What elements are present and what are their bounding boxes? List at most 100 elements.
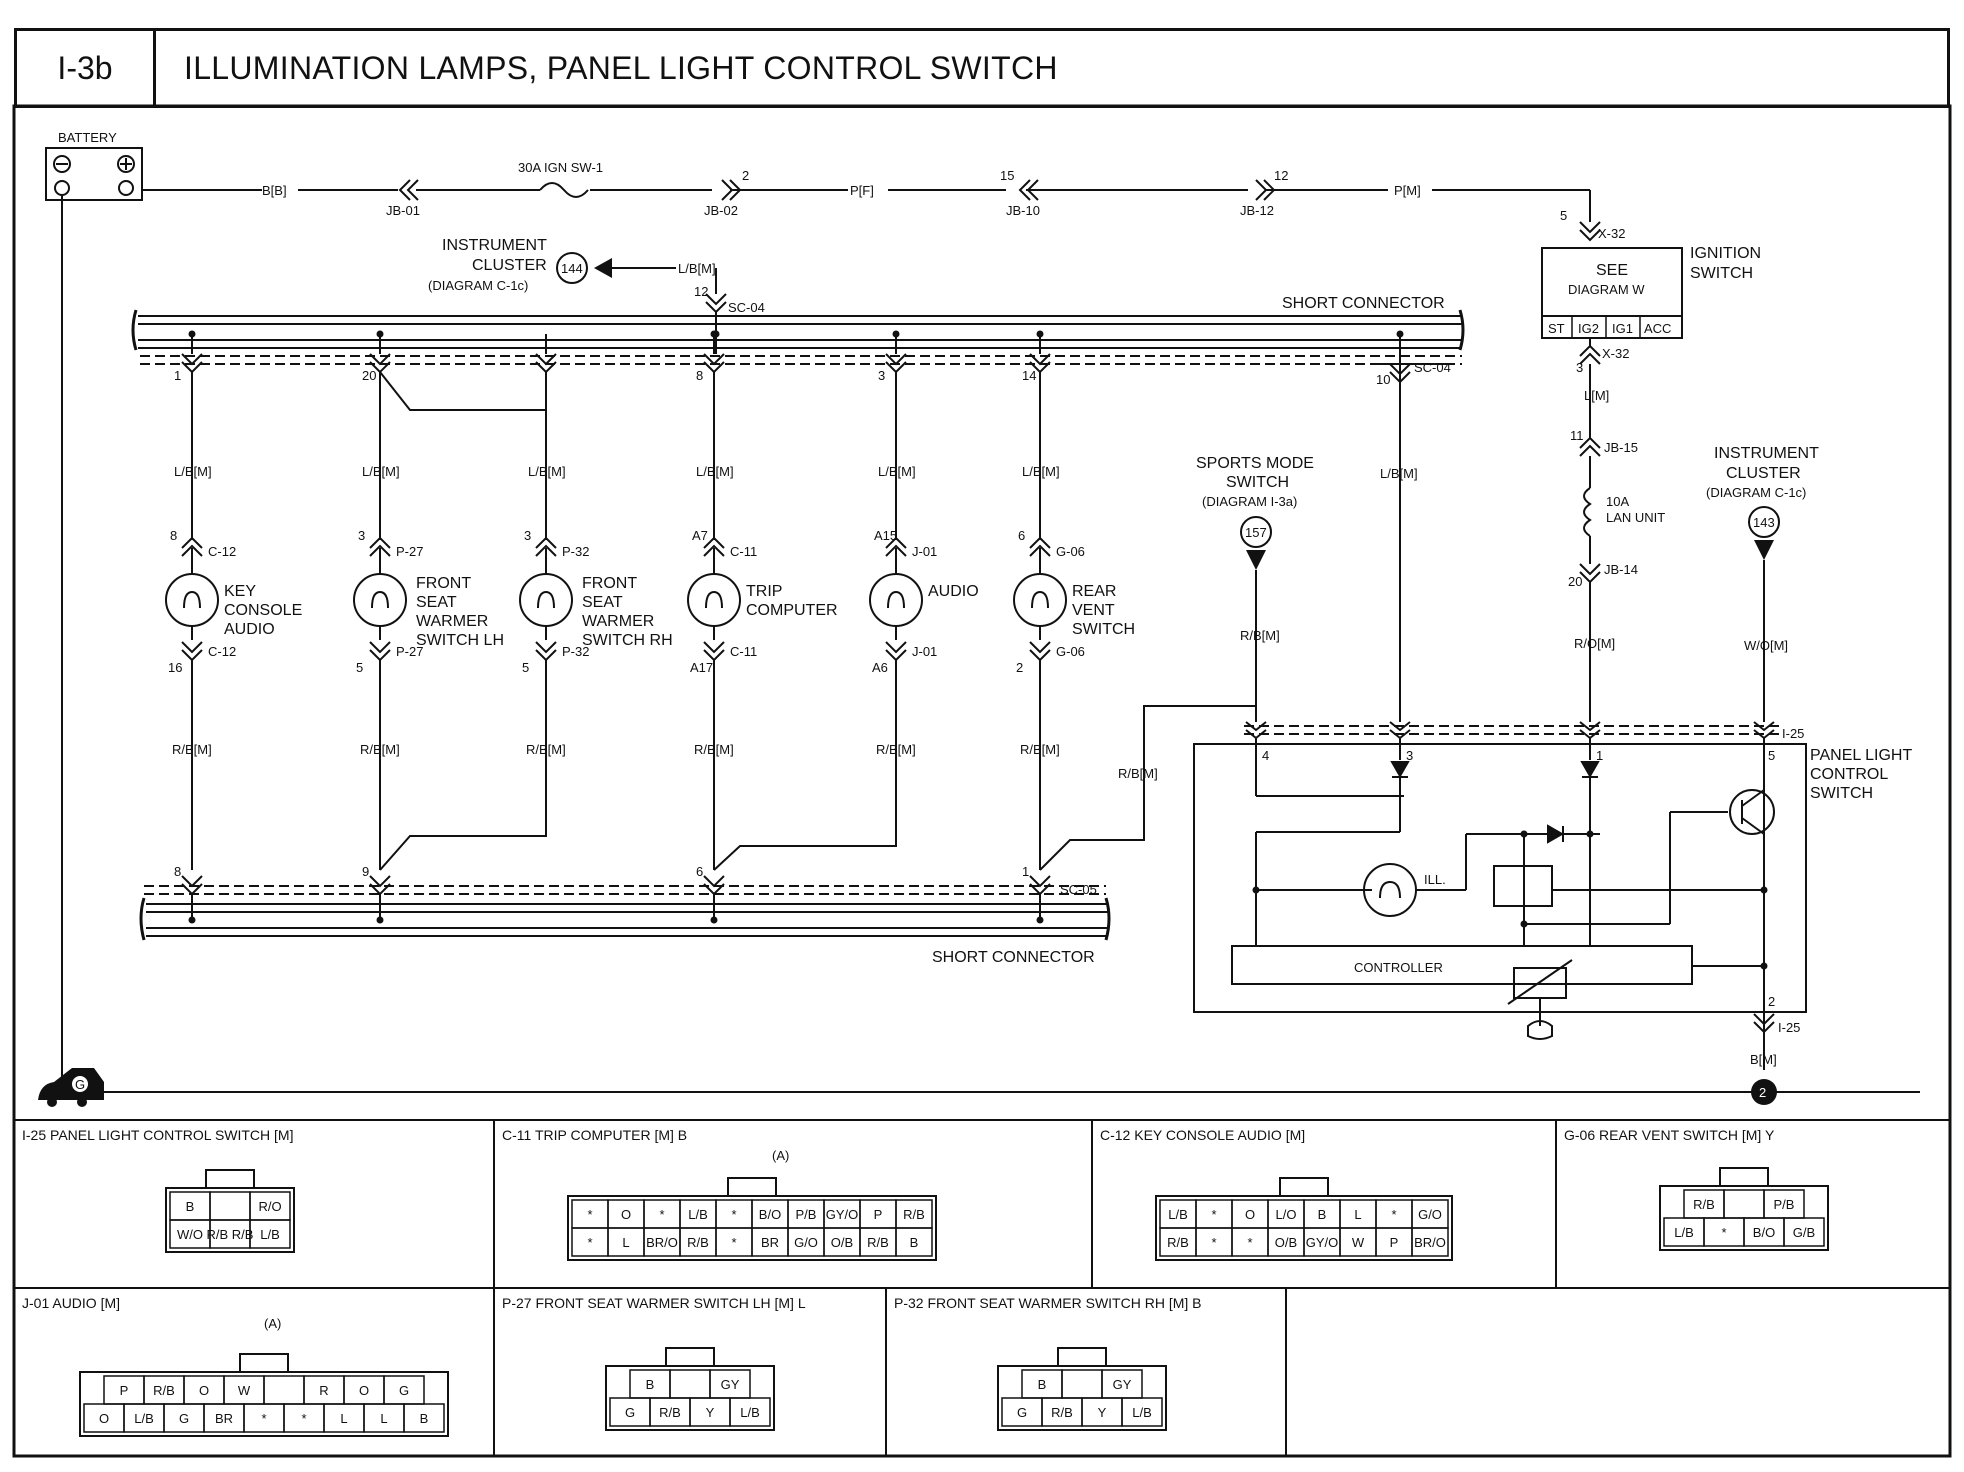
ic143-num: 143 [1753, 515, 1775, 530]
sc04-pin-label-3: 8 [696, 368, 703, 383]
pin-label: P/B [796, 1207, 817, 1222]
lamp-wire-top-5: L/B[M] [878, 464, 916, 479]
pin-label: L [622, 1235, 629, 1250]
battery-label: BATTERY [58, 130, 117, 145]
pin-label: O [621, 1207, 631, 1222]
pin-label: R/B [1167, 1235, 1189, 1250]
pin-label: R/B [659, 1405, 681, 1420]
lamp-conn-top-1: C-12 [208, 544, 236, 559]
pin-label: B [186, 1199, 195, 1214]
lamp-wire-top-4: L/B[M] [696, 464, 734, 479]
pin-cell [1723, 1189, 1765, 1219]
ign-term-acc: ACC [1644, 321, 1671, 336]
pin-cell [895, 1227, 933, 1257]
ic143-l1: INSTRUMENT [1714, 445, 1819, 462]
battery-box [45, 147, 143, 201]
battery-pos-terminal [117, 155, 135, 173]
sc04-pin12: 12 [694, 284, 708, 299]
pin-label: O [1245, 1207, 1255, 1222]
plcs-pin5: 5 [1768, 748, 1775, 763]
sc04-label-top: SC-04 [728, 300, 765, 315]
jb14-label: JB-14 [1604, 562, 1638, 577]
jb-01-label: JB-01 [386, 203, 420, 218]
pin-label: B [910, 1235, 919, 1250]
sports-l1: SPORTS MODE [1196, 455, 1314, 472]
pin-label: * [1391, 1207, 1396, 1222]
ign-term-ig1: IG1 [1612, 321, 1633, 336]
pin-label: * [1211, 1235, 1216, 1250]
pin-label: L [340, 1411, 347, 1426]
pin-label: * [1721, 1225, 1726, 1240]
connector-latch-icon [205, 1169, 255, 1189]
ign-see: SEE [1596, 262, 1628, 279]
plcs-pin2: 2 [1768, 994, 1775, 1009]
sc05-pin-label-4: 1 [1022, 864, 1029, 879]
sports-l3: (DIAGRAM I-3a) [1202, 494, 1297, 509]
sc04-label-right: SC-04 [1414, 360, 1451, 375]
plcs-pin1: 1 [1596, 748, 1603, 763]
lamp-pin-top-6: 6 [1018, 528, 1025, 543]
ic143-l3: (DIAGRAM C-1c) [1706, 485, 1806, 500]
pin-label: * [731, 1207, 736, 1222]
pin-label: B/O [1753, 1225, 1775, 1240]
i25-bottom [1753, 1013, 1775, 1034]
pin-label: L/B [1168, 1207, 1188, 1222]
pin-label: Y [706, 1405, 715, 1420]
sports-mode-switch: SPORTS MODE SWITCH (DIAGRAM I-3a) 157 R/… [1196, 455, 1314, 722]
connector-latch-icon [1719, 1167, 1769, 1187]
connector-title-7: P-32 FRONT SEAT WARMER SWITCH RH [M] B [894, 1295, 1202, 1311]
pin-label: B [1038, 1377, 1047, 1392]
instrument-cluster-144: INSTRUMENT CLUSTER (DIAGRAM C-1c) 144 L/… [428, 237, 765, 315]
instrument-cluster-143: INSTRUMENT CLUSTER (DIAGRAM C-1c) 143 W/… [1706, 445, 1819, 722]
ic144-wire: L/B[M] [678, 261, 716, 276]
pin-label: R/B [1051, 1405, 1073, 1420]
ign-feed-wire [1579, 364, 1601, 722]
panel-light-control-switch [1193, 738, 1807, 1070]
lamp-bulb-icon-6 [1013, 573, 1067, 627]
lamp-pin-bot-6: 2 [1016, 660, 1023, 675]
pin-label: P [874, 1207, 883, 1222]
diagram-frame [12, 104, 1952, 1458]
pin-label: G [625, 1405, 635, 1420]
pin-label: G [179, 1411, 189, 1426]
jb-12-pin: 12 [1274, 168, 1288, 183]
ground-2-label: 2 [1759, 1085, 1766, 1100]
lamp-name-4-2: COMPUTER [746, 602, 838, 619]
pin-label: W [1352, 1235, 1365, 1250]
connector-latch-icon [1279, 1177, 1329, 1197]
ign-pin-top: 5 [1560, 208, 1567, 223]
fuse-10a-name: LAN UNIT [1606, 510, 1665, 525]
pin-label: R/B [153, 1383, 175, 1398]
fuse-30a-ign-sw1: 30A IGN SW-1 [518, 160, 603, 198]
pin-label: O [359, 1383, 369, 1398]
lamp-conn-top-3: P-32 [562, 544, 589, 559]
pin-label: O [99, 1411, 109, 1426]
lamp-pin-bot-2: 5 [356, 660, 363, 675]
lamp-name-6-3: SWITCH [1072, 621, 1135, 638]
jb15-pin: 11 [1570, 428, 1584, 443]
lamp-circuit-2: L/B[M]3P-275P-27R/B[M]FRONTSEATWARMERSWI… [353, 334, 504, 757]
pin-label: * [301, 1411, 306, 1426]
pin-label: BR/O [1414, 1235, 1446, 1250]
pin-label: GY [721, 1377, 740, 1392]
lamp-bulb-icon-1 [165, 573, 219, 627]
lamp-conn-bot-3: P-32 [562, 644, 589, 659]
sc04-pin-label-1: 1 [174, 368, 181, 383]
sc05-pin-label-2: 9 [362, 864, 369, 879]
pin-label: GY [1113, 1377, 1132, 1392]
pin-label: P [120, 1383, 129, 1398]
pin-label: BR [761, 1235, 779, 1250]
pin-label: R/B [687, 1235, 709, 1250]
lamp-conn-bot-2: P-27 [396, 644, 423, 659]
lamp-name-3-1: FRONT [582, 575, 637, 592]
pin-label: O/B [831, 1235, 853, 1250]
short-connector-bottom [139, 885, 1111, 941]
pin-label: L/B [688, 1207, 708, 1222]
lamp-name-1-2: CONSOLE [224, 602, 302, 619]
battery-neg-terminal [53, 155, 71, 173]
pin-label: O [199, 1383, 209, 1398]
sc05-pin-label-1: 8 [174, 864, 181, 879]
lamp-pin-top-1: 8 [170, 528, 177, 543]
